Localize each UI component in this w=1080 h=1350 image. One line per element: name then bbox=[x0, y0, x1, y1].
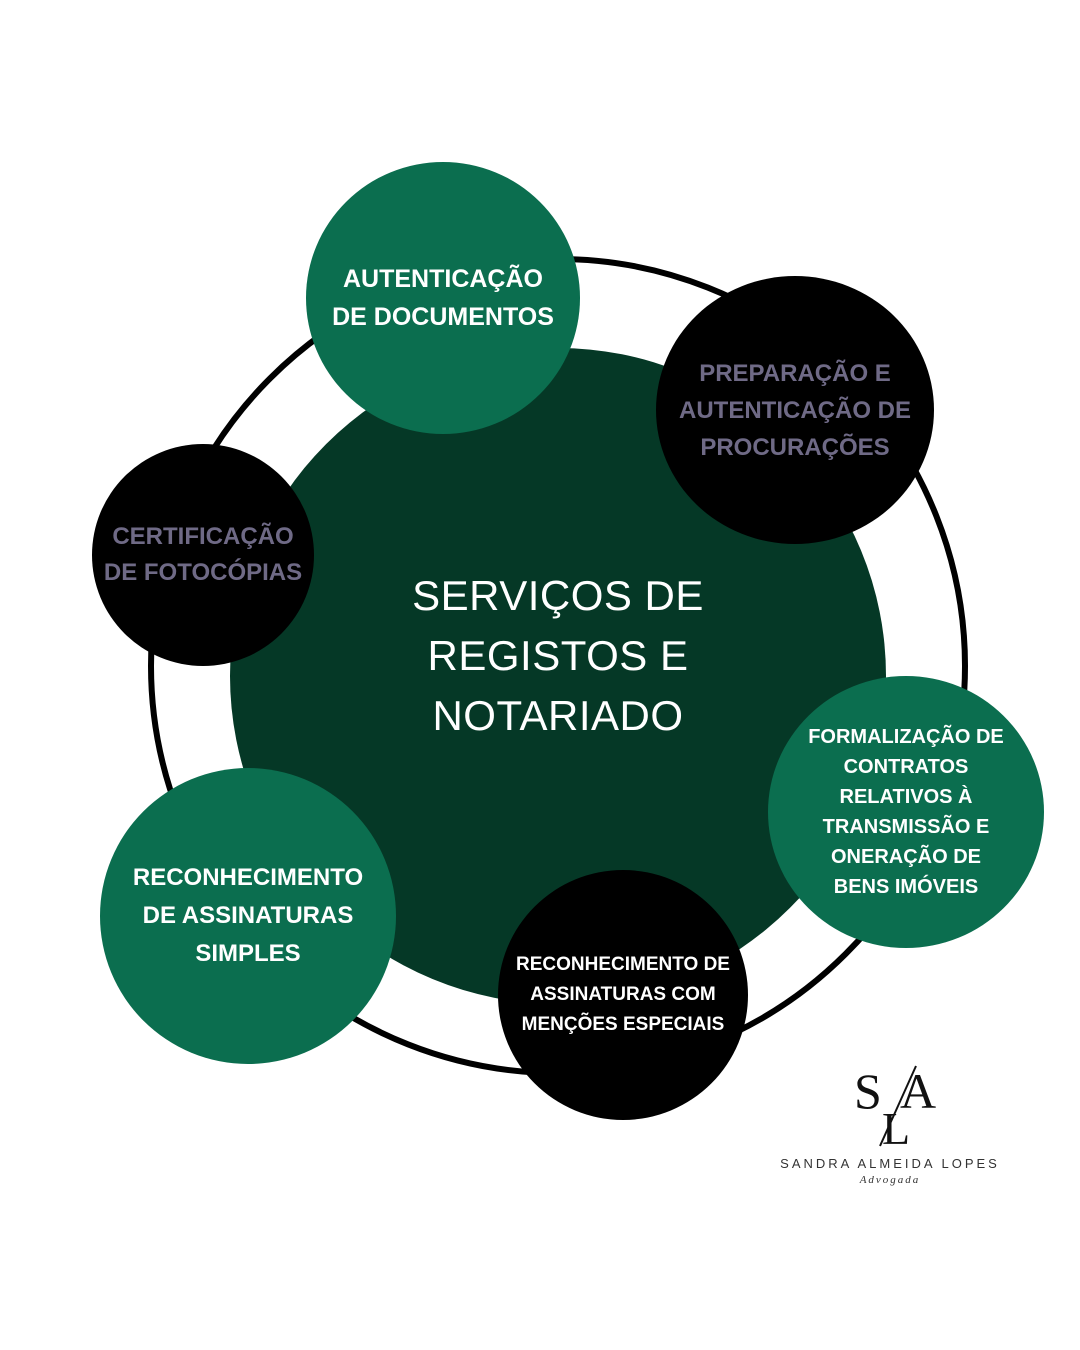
logo-subtitle: Advogada bbox=[859, 1174, 921, 1186]
node-label: PREPARAÇÃO E AUTENTICAÇÃO DE PROCURAÇÕES bbox=[679, 359, 911, 461]
monogram-logo: S A L bbox=[850, 1058, 960, 1154]
node-label: RECONHECIMENTO DE ASSINATURAS COM MENÇÕE… bbox=[516, 954, 730, 1035]
node-autenticacao-documentos: AUTENTICAÇÃO DE DOCUMENTOS bbox=[306, 162, 580, 434]
node-certificacao-fotocopias: CERTIFICAÇÃO DE FOTOCÓPIAS bbox=[92, 444, 314, 666]
brand-logo: S A L SANDRA ALMEIDA LOPES Advogada bbox=[770, 1058, 1010, 1198]
logo-name: SANDRA ALMEIDA LOPES bbox=[780, 1156, 1000, 1171]
svg-text:A: A bbox=[900, 1063, 936, 1119]
node-assinaturas-mencoes-especiais: RECONHECIMENTO DE ASSINATURAS COM MENÇÕE… bbox=[498, 870, 748, 1120]
node-label: AUTENTICAÇÃO DE DOCUMENTOS bbox=[332, 265, 554, 331]
node-label: RECONHECIMENTO DE ASSINATURAS SIMPLES bbox=[132, 864, 364, 967]
node-contratos-bens-imoveis: FORMALIZAÇÃO DE CONTRATOS RELATIVOS À TR… bbox=[768, 676, 1044, 948]
node-procuracoes: PREPARAÇÃO E AUTENTICAÇÃO DE PROCURAÇÕES bbox=[656, 276, 934, 544]
node-label: FORMALIZAÇÃO DE CONTRATOS RELATIVOS À TR… bbox=[808, 726, 1004, 898]
svg-text:S: S bbox=[854, 1063, 882, 1119]
node-label: CERTIFICAÇÃO DE FOTOCÓPIAS bbox=[103, 523, 303, 586]
svg-text:L: L bbox=[882, 1103, 910, 1152]
center-title: SERVIÇOS DE REGISTOS E NOTARIADO bbox=[412, 572, 704, 739]
node-assinaturas-simples: RECONHECIMENTO DE ASSINATURAS SIMPLES bbox=[100, 768, 396, 1064]
